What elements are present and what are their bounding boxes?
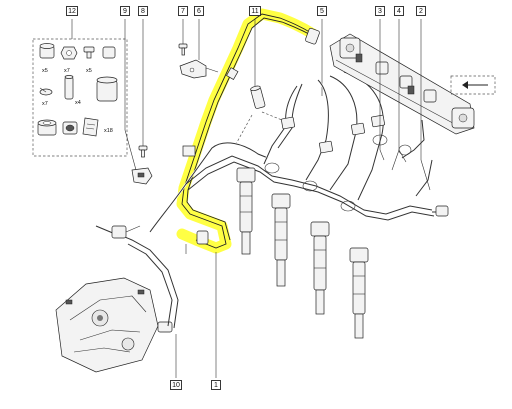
part-8-bolt (138, 19, 148, 158)
callout-box (375, 6, 385, 16)
kit-item-cap-2 (102, 46, 116, 59)
callout-box (317, 6, 327, 16)
callout-number: 7 (181, 8, 185, 15)
injector-4 (349, 247, 369, 339)
pipe-clip (226, 67, 239, 80)
kit-item-label (82, 117, 99, 137)
callout-4[interactable]: 4 (394, 6, 404, 16)
callout-10[interactable]: 10 (170, 380, 182, 390)
callout-box (138, 6, 148, 16)
high-pressure-pump (55, 225, 179, 373)
injector-1 (236, 167, 256, 255)
kit-item-cap (39, 43, 55, 59)
kit-item-seal (37, 119, 57, 136)
callout-box (394, 6, 404, 16)
fuel-rail (329, 33, 475, 135)
callout-number: 9 (123, 8, 127, 15)
kit-item-sleeve (64, 75, 74, 100)
callout-11[interactable]: 11 (249, 6, 261, 16)
part-7-screw (178, 19, 188, 56)
callout-box (66, 6, 78, 16)
leaders-bottom (175, 244, 217, 378)
part-9-bracket (124, 19, 153, 185)
callout-7[interactable]: 7 (178, 6, 188, 16)
callout-labels: 12 9 8 7 6 11 5 3 4 2 10 1 (66, 6, 426, 390)
callout-6[interactable]: 6 (194, 6, 204, 16)
kit-item-washer (39, 87, 53, 96)
callout-5[interactable]: 5 (317, 6, 327, 16)
pipe-pump-fitting (196, 230, 209, 245)
callout-box (249, 6, 261, 16)
callout-box (170, 380, 182, 390)
pipe-end-fitting (305, 27, 320, 45)
leaders-right (379, 19, 431, 191)
callout-number: 12 (68, 8, 76, 15)
callout-number: 5 (320, 8, 324, 15)
callout-12[interactable]: 12 (66, 6, 78, 16)
kit-item-nut (60, 46, 78, 60)
injector-2 (271, 193, 291, 287)
pipe-bracket (182, 145, 196, 157)
callout-box (178, 6, 188, 16)
kit-item-cylinder (96, 76, 118, 102)
kit-qty-3: x5 (86, 68, 92, 74)
callout-2[interactable]: 2 (416, 6, 426, 16)
kit-qty-1: x5 (42, 68, 48, 74)
kit-qty-4: x7 (42, 101, 48, 107)
kit-qty-5: x4 (75, 100, 81, 106)
callout-number: 8 (141, 8, 145, 15)
kit-box: x5 x7 x5 x7 x4 (32, 19, 128, 157)
callout-number: 1 (214, 382, 218, 389)
kit-qty-6: x18 (104, 128, 113, 134)
callout-number: 3 (378, 8, 382, 15)
callout-box (416, 6, 426, 16)
reference-box (450, 75, 496, 95)
kit-item-bolt (83, 46, 95, 59)
kit-qty-2: x7 (64, 68, 70, 74)
highlighted-pipe[interactable] (176, 8, 320, 254)
part-11-sleeve (235, 19, 283, 145)
callout-number: 10 (172, 382, 180, 389)
callout-box (120, 6, 130, 16)
part-6-clamp (179, 19, 219, 79)
callout-number: 11 (251, 8, 258, 15)
injector-pipes (149, 19, 449, 233)
callout-1[interactable]: 1 (211, 380, 221, 390)
injector-3 (310, 221, 330, 315)
callout-number: 6 (197, 8, 201, 15)
kit-item-gasket (62, 121, 78, 135)
callout-9[interactable]: 9 (120, 6, 130, 16)
callout-number: 2 (419, 8, 423, 15)
callout-box (211, 380, 221, 390)
callout-3[interactable]: 3 (375, 6, 385, 16)
callout-number: 4 (397, 8, 401, 15)
callout-8[interactable]: 8 (138, 6, 148, 16)
callout-box (194, 6, 204, 16)
